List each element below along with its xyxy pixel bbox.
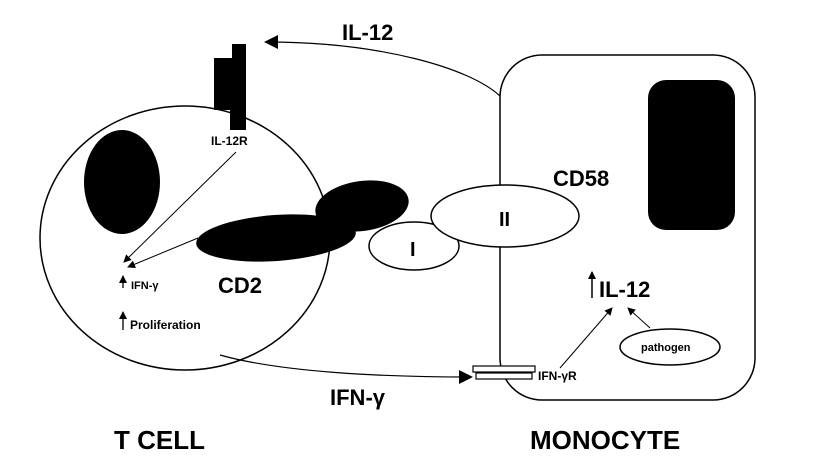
monocyte-nucleus	[648, 80, 735, 230]
ifn-gamma-receptor-upper	[472, 365, 536, 373]
cd2-domain-lower	[196, 214, 356, 262]
ifn-gamma-receptor-lower	[475, 372, 533, 380]
t-cell-nucleus	[84, 130, 160, 234]
il12r-receptor-body	[214, 58, 246, 110]
ifn-gamma-small-label: IFN-γ	[131, 280, 159, 292]
ifn-gamma-secretion-arrow	[219, 354, 473, 384]
domain-ii-label: II	[499, 209, 510, 231]
il12-monocyte-label: IL-12	[599, 277, 650, 302]
il12-secretion-arrow	[264, 35, 501, 97]
cd58-domain-ii	[430, 184, 580, 248]
pathogen-shape	[619, 328, 721, 366]
cd58-label: CD58	[553, 166, 609, 191]
pathogen-label: pathogen	[641, 342, 691, 354]
il12-top-label: IL-12	[342, 20, 393, 45]
ifn-gamma-r-signal-arrow	[559, 307, 613, 369]
proliferation-label: Proliferation	[130, 318, 201, 332]
monocyte-title: MONOCYTE	[530, 425, 680, 455]
cd58-domain-i	[368, 221, 460, 271]
il12r-receptor-stem	[230, 104, 246, 130]
cd2-label: CD2	[218, 273, 262, 298]
domain-i-label: I	[410, 239, 416, 261]
t-cell-title: T CELL	[114, 425, 205, 455]
ifn-gamma-r-label: IFN-γR	[538, 369, 577, 383]
cd2-domain-upper	[315, 180, 409, 232]
il12r-signal-arrow	[123, 151, 237, 263]
il12r-label: IL-12R	[211, 134, 248, 148]
ifn-gamma-bottom-label: IFN-γ	[330, 385, 386, 410]
pathogen-signal-arrow	[627, 307, 651, 329]
cd2-signal-arrow	[127, 237, 199, 269]
